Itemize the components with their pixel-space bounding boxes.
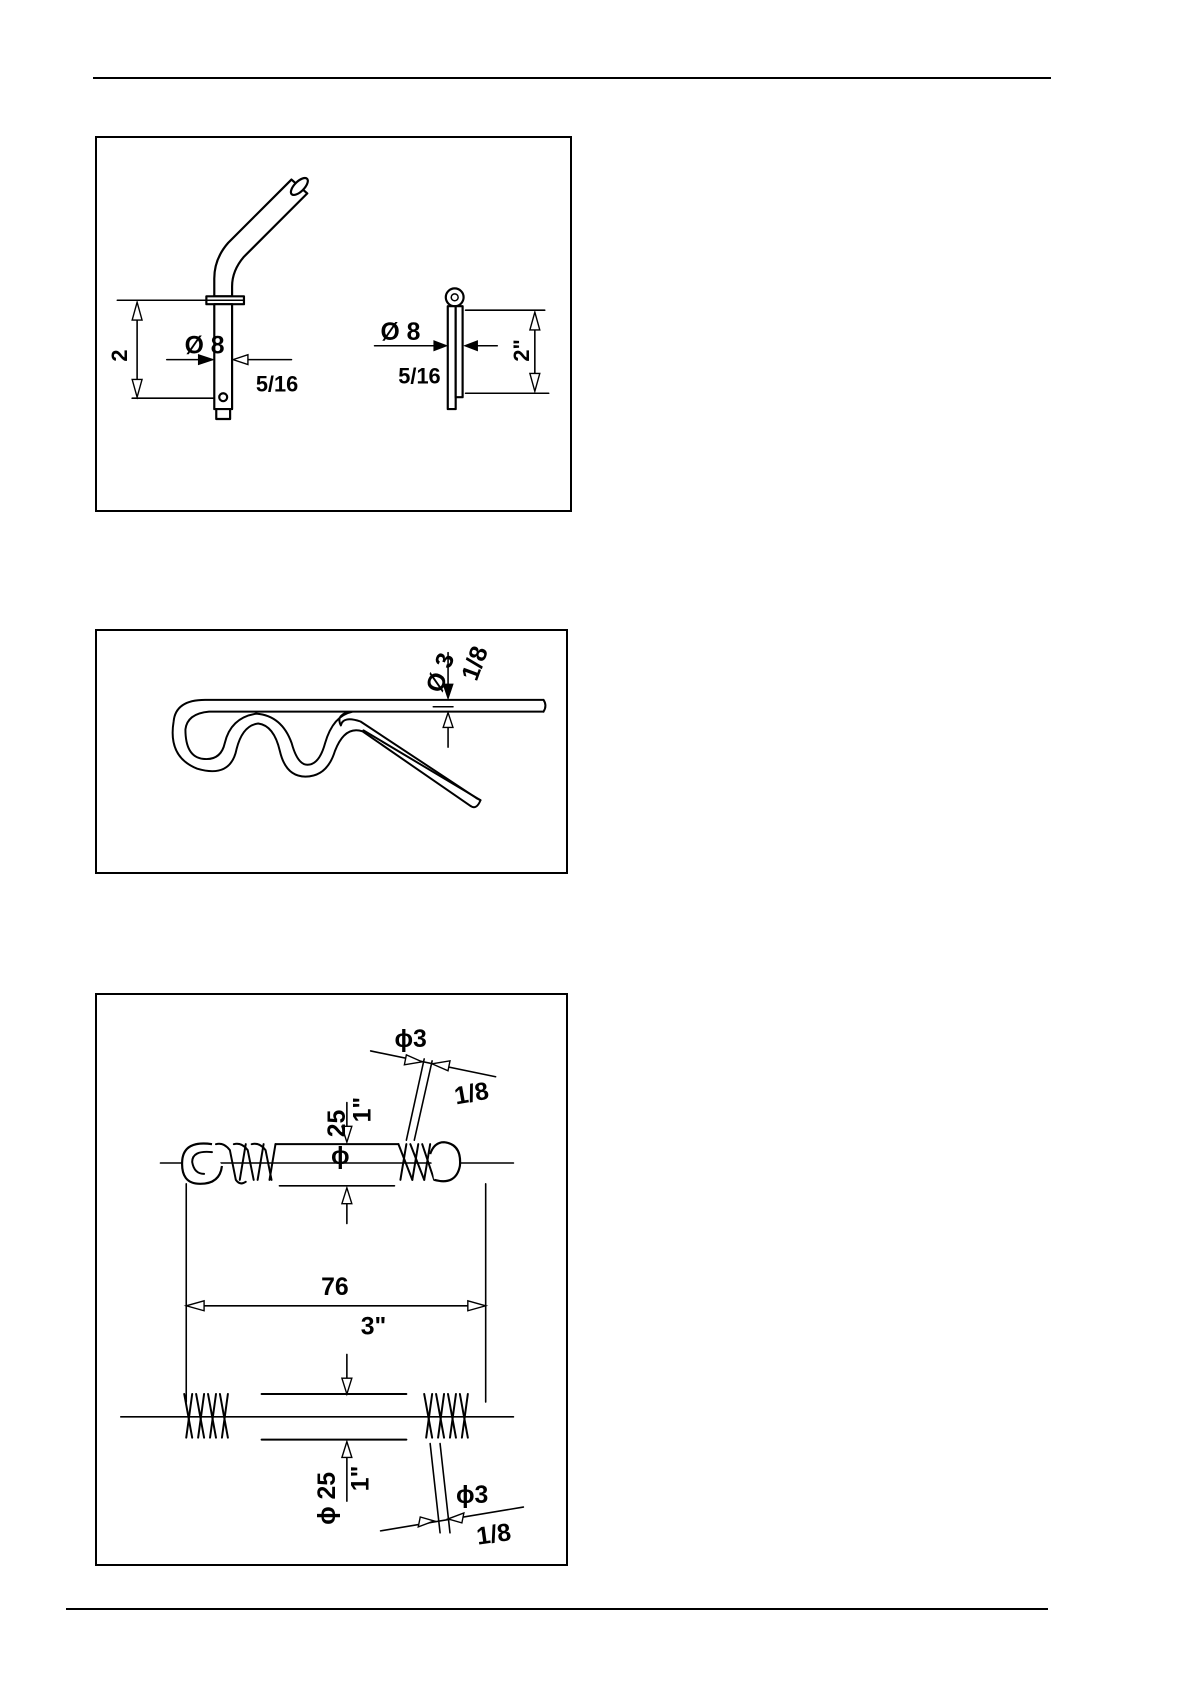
cotter-length-arrow-top: [530, 312, 540, 330]
spring-length-arrow-left: [186, 1301, 204, 1311]
spring-length-mm-label: 76: [321, 1274, 349, 1301]
spring-top-wire-ext-left: [406, 1059, 424, 1140]
r-clip-straight-end: [543, 700, 545, 712]
spring-bottom-coil-dia-arrow-top: [342, 1378, 352, 1394]
pin-dia-arrow-right: [233, 355, 248, 365]
spring-bottom-wire-dia-in-label: 1/8: [475, 1519, 513, 1551]
cotter-leg-right: [456, 306, 463, 397]
cotter-eye-hole: [451, 294, 458, 301]
figure-r-clip: Ø 3 1/8: [95, 629, 568, 874]
spring-bottom-wire-dia-mm-label: ϕ3: [456, 1482, 488, 1509]
spring-top-wire-dia-mm-label: ϕ3: [394, 1026, 426, 1053]
cotter-dia-mm-label: Ø 8: [380, 319, 420, 346]
cotter-dia-arrow-left: [434, 341, 447, 351]
pin-cotter-drawing: 2 Ø 8 5/16 2" Ø 8 5/16: [97, 138, 570, 510]
cotter-leg-left: [448, 306, 456, 409]
r-clip-leg: [363, 730, 480, 800]
footer-rule: [66, 1608, 1048, 1610]
spring-bottom-left-coils: [184, 1394, 228, 1438]
spring-right-hook: [430, 1142, 460, 1181]
header-rule: [93, 77, 1051, 79]
spring-top-coil-dia-arrow-bottom: [342, 1188, 352, 1204]
spring-bottom-coil-dia-in-label: 1": [348, 1466, 375, 1492]
spring-top-coil-dia-in-label: 1": [350, 1097, 377, 1123]
pin-length-arrow-top: [132, 302, 142, 320]
spring-bottom-wire-dia-arrow-left: [418, 1517, 434, 1527]
r-clip-dia-in-label: 1/8: [457, 643, 494, 684]
spring-top-wire-dia-in-label: 1/8: [452, 1078, 491, 1111]
pin-tip: [216, 409, 230, 419]
cotter-length-arrow-bottom: [530, 373, 540, 391]
pin-dia-mm-label: Ø 8: [185, 333, 225, 360]
spring-bottom-coil-dia-mm-label: ϕ 25: [314, 1472, 341, 1525]
spring-bottom-coil-dia-arrow-bottom: [342, 1442, 352, 1458]
pin-hole: [219, 393, 227, 401]
spring-length-arrow-right: [468, 1301, 486, 1311]
spring-bottom-wire-dia-arrow-right: [448, 1513, 464, 1523]
spring-bottom-wire-ext-left: [430, 1444, 440, 1533]
spring-drawing: ϕ 25 1" ϕ3 1/8 76 3": [97, 995, 566, 1564]
cotter-dia-arrow-right: [465, 341, 478, 351]
pin-dia-in-label: 5/16: [256, 371, 298, 396]
spring-length-in-label: 3": [361, 1314, 387, 1341]
cotter-dia-in-label: 5/16: [398, 363, 440, 388]
spring-top-wire-ext-right: [414, 1061, 432, 1140]
figure-tension-spring: ϕ 25 1" ϕ3 1/8 76 3": [95, 993, 568, 1566]
r-clip-inner: [185, 712, 543, 799]
r-clip-drawing: Ø 3 1/8: [97, 631, 566, 872]
cotter-length-label: 2": [509, 339, 534, 361]
spring-top-coil-dia-mm-label: 25: [324, 1109, 351, 1137]
spring-bottom-right-coils: [424, 1394, 468, 1438]
spring-top-wire-dia-arrow-right: [432, 1061, 450, 1071]
r-clip-dia-arrow-bottom: [443, 713, 453, 728]
r-clip-outer: [173, 700, 544, 806]
pin-length-label: 2: [107, 349, 132, 361]
pin-length-arrow-bottom: [132, 379, 142, 397]
spring-right-coils: [398, 1144, 434, 1180]
pin-handle: [214, 180, 307, 297]
spring-left-hook: [182, 1143, 222, 1183]
spring-top-wire-dia-arrow-left: [404, 1055, 422, 1065]
r-clip-dia-mm-label: Ø 3: [421, 650, 460, 696]
figure-pin-and-cotter: 2 Ø 8 5/16 2" Ø 8 5/16: [95, 136, 572, 512]
spring-top-coil-dia-symbol: ϕ: [331, 1143, 350, 1170]
